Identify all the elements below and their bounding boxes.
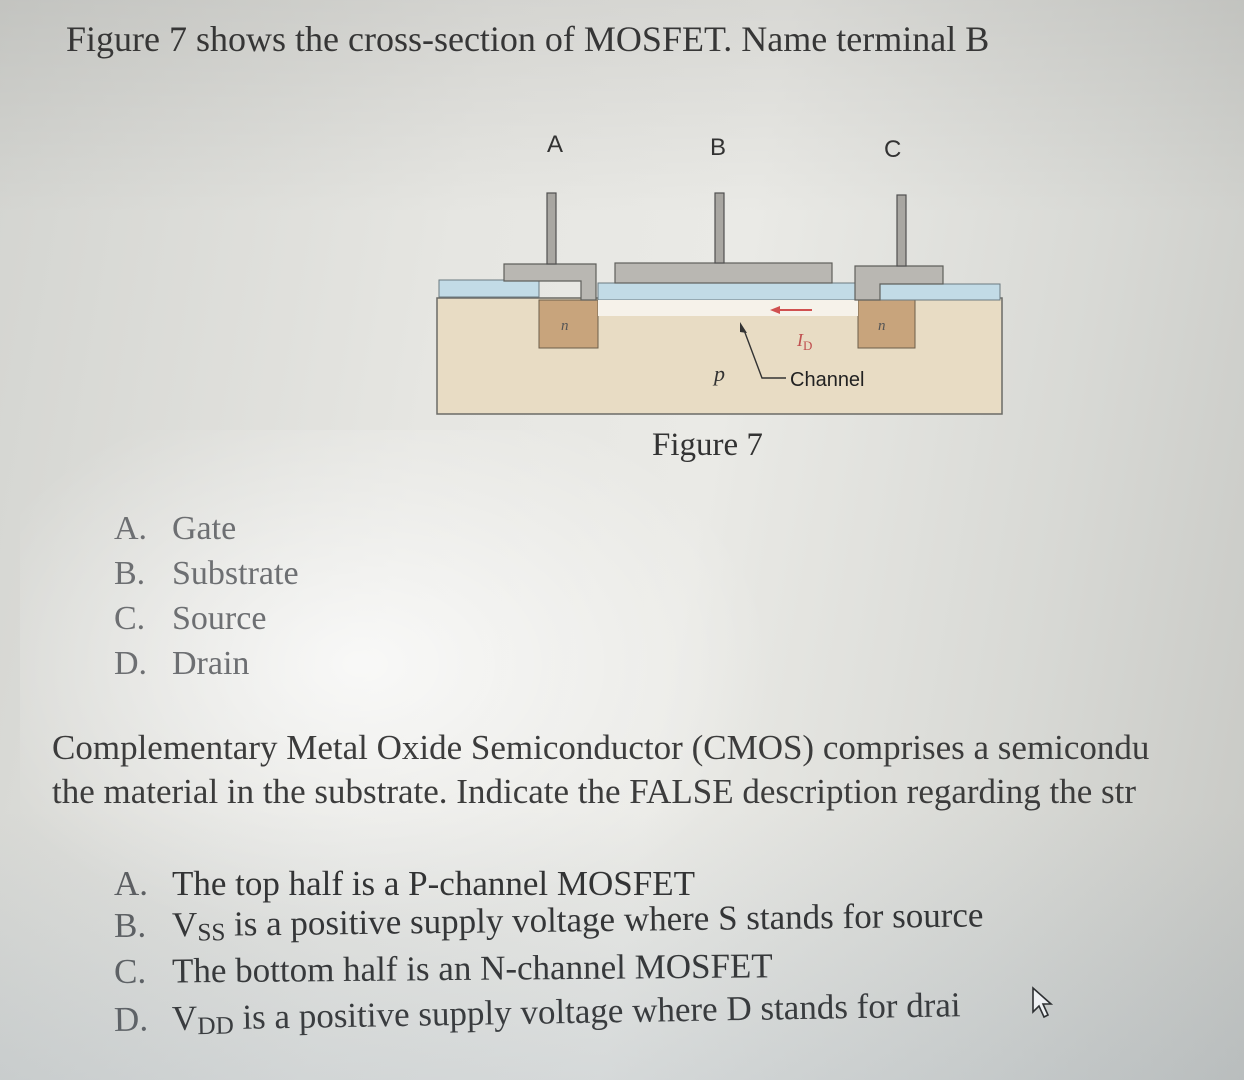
q2-option-c[interactable]: C. The bottom half is an N-channel MOSFET	[114, 946, 773, 992]
n-region-left	[538, 299, 599, 349]
question-2-line-1: Complementary Metal Oxide Semiconductor …	[52, 728, 1150, 767]
oxide-layer-right	[879, 283, 1001, 301]
q2-option-d-text-pre: V	[171, 998, 198, 1038]
channel-region	[598, 300, 858, 316]
q2-option-a[interactable]: A. The top half is a P-channel MOSFET	[114, 864, 695, 904]
channel-label: Channel	[790, 369, 865, 391]
n-region-right	[857, 299, 916, 349]
q2-option-c-text: The bottom half is an N-channel MOSFET	[171, 946, 773, 991]
q1-option-a[interactable]: A. Gate	[114, 510, 236, 548]
q1-option-c[interactable]: C. Source	[114, 600, 266, 638]
q1-option-b-letter: B.	[114, 555, 146, 592]
terminal-b-post	[714, 192, 725, 264]
oxide-layer-middle	[597, 282, 859, 301]
q2-option-c-letter: C.	[113, 951, 147, 991]
q2-option-a-text: The top half is a P-channel MOSFET	[172, 864, 695, 903]
q2-option-b-subscript: SS	[197, 919, 226, 947]
n-label-left: n	[561, 318, 569, 334]
terminal-a-label: A	[547, 131, 563, 158]
q1-option-c-text: Source	[172, 600, 267, 637]
question-2-line-2: the material in the substrate. Indicate …	[52, 772, 1137, 811]
figure-caption: Figure 7	[652, 427, 763, 463]
mouse-pointer-icon	[1032, 986, 1054, 1019]
q2-option-d-letter: D.	[113, 999, 149, 1039]
q1-option-d-text: Drain	[172, 645, 250, 682]
q2-option-b-text-pre: V	[171, 904, 198, 945]
channel-pointer-head	[740, 322, 747, 333]
n-label-right: n	[878, 318, 886, 334]
id-arrow-head	[770, 306, 780, 314]
q2-option-b-letter: B.	[113, 905, 147, 945]
q2-option-d[interactable]: D. VDD is a positive supply voltage where…	[114, 985, 961, 1042]
id-label: ID	[796, 330, 812, 353]
q1-option-b-text: Substrate	[172, 555, 299, 592]
q1-option-d-letter: D.	[114, 645, 148, 682]
terminal-b-label: B	[710, 134, 726, 161]
p-label: p	[712, 361, 725, 386]
q1-option-b[interactable]: B. Substrate	[114, 555, 299, 593]
q2-option-d-subscript: DD	[197, 1012, 235, 1041]
q1-option-a-letter: A.	[114, 510, 148, 547]
id-label-sub: D	[803, 338, 812, 353]
q2-option-d-text-post: is a positive supply voltage where D sta…	[233, 985, 961, 1037]
q2-option-b-text-post: is a positive supply voltage where S sta…	[225, 895, 984, 944]
oxide-layer-left	[438, 279, 540, 298]
q1-option-a-text: Gate	[172, 510, 237, 547]
question-1-text: Figure 7 shows the cross-section of MOSF…	[66, 19, 990, 59]
metal-contact-a	[503, 263, 597, 301]
terminal-c-label: C	[884, 136, 901, 163]
terminal-a-post	[546, 192, 557, 265]
terminal-c-post	[896, 194, 907, 267]
metal-contact-c	[854, 265, 944, 301]
metal-gate	[614, 262, 833, 284]
channel-pointer-line	[743, 329, 786, 379]
q1-option-c-letter: C.	[114, 600, 146, 637]
q1-option-d[interactable]: D. Drain	[114, 645, 249, 683]
mosfet-cross-section-figure: A B C n n p ID Channel Figure 7	[436, 131, 1003, 463]
q2-option-a-letter: A.	[114, 864, 149, 903]
